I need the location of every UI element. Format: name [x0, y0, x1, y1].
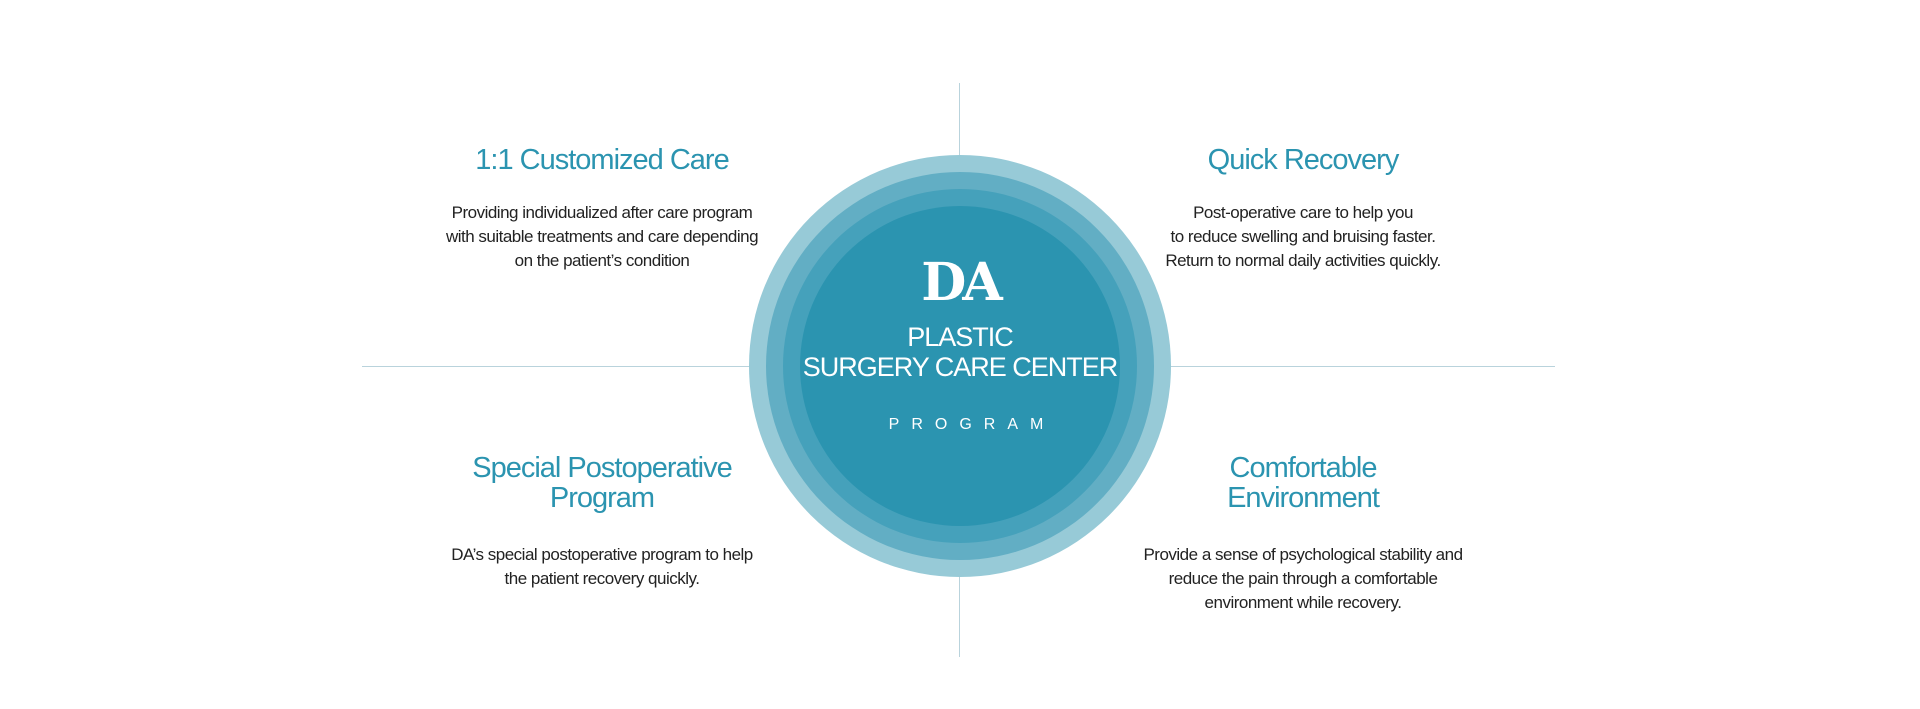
feature-title: Comfortable Environment — [1093, 453, 1513, 513]
da-logo: DA — [921, 252, 1002, 313]
center-circle — [800, 206, 1120, 526]
center-title-line1: PLASTIC — [907, 322, 1014, 352]
feature-comfortable-environment: Comfortable Environment Provide a sense … — [1093, 453, 1513, 615]
feature-customized-care: 1:1 Customized Care Providing individual… — [392, 145, 812, 273]
center-title-line2: SURGERY CARE CENTER — [802, 352, 1119, 382]
body-line: DA’s special postoperative program to he… — [451, 545, 753, 564]
body-line: Post-operative care to help you — [1193, 203, 1413, 222]
title-line: Comfortable — [1229, 452, 1378, 484]
body-line: to reduce swelling and bruising faster. — [1170, 227, 1436, 246]
feature-title: 1:1 Customized Care — [475, 144, 729, 176]
center-title: PLASTIC SURGERY CARE CENTER — [760, 322, 1160, 382]
feature-body: Post-operative care to help you to reduc… — [1093, 201, 1513, 273]
feature-title: Special Postoperative Program — [392, 453, 812, 513]
title-line: Environment — [1227, 482, 1380, 514]
feature-body: Providing individualized after care prog… — [392, 201, 812, 273]
feature-quick-recovery: Quick Recovery Post-operative care to he… — [1093, 145, 1513, 273]
body-line: Return to normal daily activities quickl… — [1165, 251, 1441, 270]
feature-special-postoperative: Special Postoperative Program DA’s speci… — [392, 453, 812, 591]
body-line: Provide a sense of psychological stabili… — [1143, 545, 1463, 564]
title-line: Special Postoperative — [472, 452, 733, 484]
body-line: reduce the pain through a comfortable — [1168, 569, 1438, 588]
body-line: with suitable treatments and care depend… — [445, 227, 759, 246]
title-line: Program — [549, 482, 655, 514]
feature-body: Provide a sense of psychological stabili… — [1093, 543, 1513, 615]
body-line: Providing individualized after care prog… — [451, 203, 753, 222]
center-subtitle: PROGRAM — [888, 416, 1056, 433]
body-line: on the patient’s condition — [514, 251, 690, 270]
body-line: the patient recovery quickly. — [504, 569, 700, 588]
feature-title: Quick Recovery — [1207, 144, 1400, 176]
body-line: environment while recovery. — [1204, 593, 1402, 612]
feature-body: DA’s special postoperative program to he… — [392, 543, 812, 591]
